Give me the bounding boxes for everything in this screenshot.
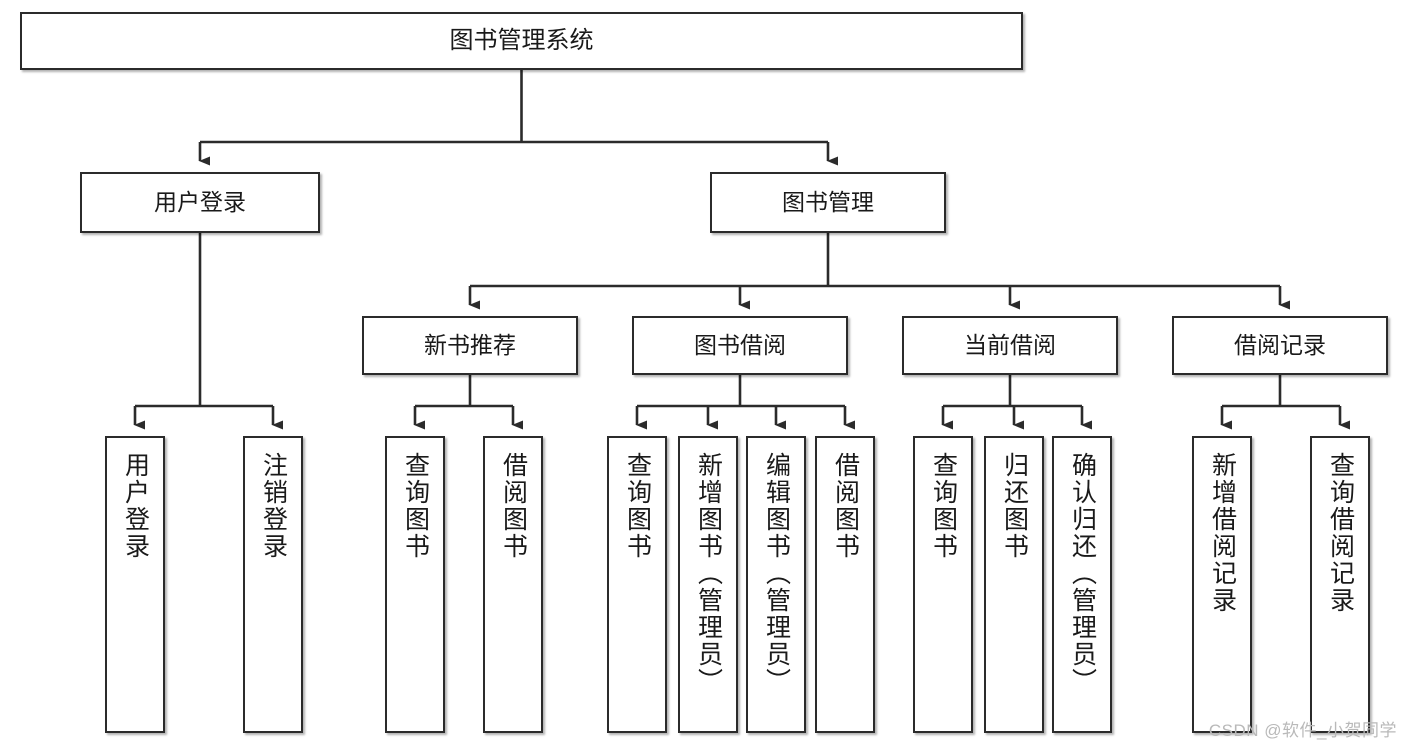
node-user-login[interactable]: 用户登录 (80, 172, 320, 233)
node-leaf-add-book[interactable]: 新增图书（管理员） (678, 436, 738, 733)
node-borrow-record[interactable]: 借阅记录 (1172, 316, 1388, 375)
node-label: 用户登录 (154, 188, 246, 215)
node-label: 借阅记录 (1234, 331, 1326, 358)
node-label: 新书推荐 (424, 331, 516, 358)
node-label: 确认归还（管理员） (1068, 452, 1097, 695)
watermark: CSDN @软件_小贺同学 (1208, 721, 1397, 740)
node-book-borrow[interactable]: 图书借阅 (632, 316, 848, 375)
node-leaf-user-logout[interactable]: 注销登录 (243, 436, 303, 733)
node-new-book-rec[interactable]: 新书推荐 (362, 316, 578, 375)
node-leaf-return-book[interactable]: 归还图书 (984, 436, 1044, 733)
node-label: 借阅图书 (831, 452, 860, 560)
node-label: 编辑图书（管理员） (762, 452, 791, 695)
node-label: 查询图书 (929, 452, 958, 560)
node-leaf-borrow-book-1[interactable]: 借阅图书 (483, 436, 543, 733)
node-leaf-confirm-return[interactable]: 确认归还（管理员） (1052, 436, 1112, 733)
node-current-borrow[interactable]: 当前借阅 (902, 316, 1118, 375)
node-leaf-edit-book[interactable]: 编辑图书（管理员） (746, 436, 806, 733)
node-book-manage[interactable]: 图书管理 (710, 172, 946, 233)
node-label: 查询图书 (401, 452, 430, 560)
node-root[interactable]: 图书管理系统 (20, 12, 1023, 70)
node-label: 用户登录 (121, 452, 150, 560)
node-label: 查询借阅记录 (1326, 452, 1355, 614)
node-leaf-borrow-book-2[interactable]: 借阅图书 (815, 436, 875, 733)
node-label: 借阅图书 (499, 452, 528, 560)
node-label: 查询图书 (623, 452, 652, 560)
node-leaf-add-record[interactable]: 新增借阅记录 (1192, 436, 1252, 733)
node-leaf-query-book-2[interactable]: 查询图书 (607, 436, 667, 733)
node-leaf-query-record[interactable]: 查询借阅记录 (1310, 436, 1370, 733)
node-leaf-query-book-1[interactable]: 查询图书 (385, 436, 445, 733)
node-leaf-user-login[interactable]: 用户登录 (105, 436, 165, 733)
node-label: 当前借阅 (964, 331, 1056, 358)
node-leaf-query-book-3[interactable]: 查询图书 (913, 436, 973, 733)
node-label: 图书管理系统 (449, 26, 594, 54)
node-label: 图书借阅 (694, 331, 786, 358)
node-label: 注销登录 (259, 452, 288, 560)
node-label: 图书管理 (782, 188, 874, 215)
node-label: 新增图书（管理员） (694, 452, 723, 695)
node-label: 归还图书 (1000, 452, 1029, 560)
node-label: 新增借阅记录 (1208, 452, 1237, 614)
